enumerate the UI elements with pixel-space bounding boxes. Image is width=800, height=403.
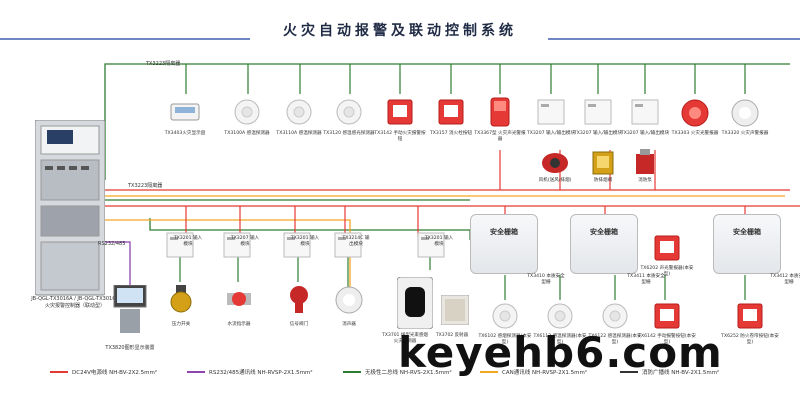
ex-device-0-label: TX6102 感烟探测器(本安型) <box>478 334 532 345</box>
beam-detector-label: TX3701 线型光束感烟火灾探测器 <box>382 333 428 344</box>
module-sub-2-label: 信号阀门 <box>289 322 309 327</box>
beam-detector <box>397 277 433 329</box>
top-device-10-icon <box>681 99 709 127</box>
module-sub-1-icon <box>227 292 251 306</box>
bus-orange-low <box>100 219 351 300</box>
top-device-8-icon <box>584 99 612 125</box>
module-sub-0-label: 压力开关 <box>171 322 191 327</box>
top-device-4-label: TX3142 手动火灾报警按钮 <box>374 131 426 142</box>
top-device-3-icon <box>336 99 362 125</box>
bus-main-green <box>104 63 790 180</box>
beam-reflector-label: TX3702 反射器 <box>435 333 469 338</box>
ex-device-0-icon <box>492 303 518 329</box>
module-3-label: TX3214C 输出模块 <box>342 236 370 247</box>
panel-caption: JB-QGL-TX3016A / JB-QGL-TX3016A 火灾报警控制器（… <box>20 296 130 310</box>
ex-device-2-label: TX6122 感温探测器(本安型) <box>588 334 642 345</box>
top-device-1-label: TX3100A 感温探测器 <box>224 131 270 136</box>
legend-item-3: CAN通讯线 NH-RVSP-2X1.5mm² <box>502 370 588 376</box>
top-device-2-label: TX3110A 感温探测器 <box>276 131 322 136</box>
top-device-11-label: TX3320 火灾声警报器 <box>721 131 769 136</box>
top-device-0-icon <box>170 103 200 121</box>
legend-item-1: RS232/485通讯线 NH-RVSP-2X1.5mm² <box>209 370 313 376</box>
module-sub-3-label: 消声器 <box>342 322 356 327</box>
safety-box-1: 安全栅箱 <box>570 214 638 274</box>
module-sub-1-label: 水流指示器 <box>227 322 251 327</box>
graphic-pc-label: TX3820图形显示装置 <box>105 345 155 351</box>
safety-box-2: 安全栅箱 <box>713 214 781 274</box>
top-device-4-icon <box>387 99 413 125</box>
legend-item-0: DC24V电源线 NH-BV-2X2.5mm² <box>72 370 158 376</box>
bus-green-low <box>149 218 470 231</box>
ex-device-1-icon <box>547 303 573 329</box>
top-device-6-label: TX3367型 火灾声光警报器 <box>474 131 526 142</box>
ex-device-4-icon <box>654 235 680 261</box>
module-1-label: TX3207 输入模块 <box>230 236 260 247</box>
top-module-label: TX3223隔离器 <box>146 61 181 67</box>
rs232-label: RS232/485 <box>98 241 126 247</box>
beam-reflector <box>441 295 469 325</box>
top-device-5-label: TX3157 消火栓按钮 <box>429 131 473 136</box>
bus-rs232-stub <box>100 241 131 248</box>
top-device-9-icon <box>631 99 659 125</box>
top-device-3-label: TX3120 感温感光探测器 <box>323 131 375 136</box>
top-sub-2-icon <box>636 149 654 174</box>
module-sub-0-icon <box>170 285 192 313</box>
drops-red <box>185 150 746 237</box>
ex-device-5-icon <box>737 303 763 329</box>
drops-top <box>185 64 746 94</box>
safety-box-2-title: 安全栅箱 <box>733 228 761 236</box>
module-4-label: TX3201 输入模块 <box>424 236 454 247</box>
top-sub-1-label: 防排烟阀 <box>593 178 613 183</box>
module-2-label: TX3201 输入模块 <box>290 236 320 247</box>
ex-device-4-label: TX6202 声光警报器(本安型) <box>640 266 694 277</box>
watermark-text: keyehb6.com <box>398 328 723 377</box>
top-device-0-label: TX3403火灾显示盘 <box>164 131 206 136</box>
top-device-7-icon <box>537 99 565 125</box>
control-panel-cabinet <box>35 120 105 296</box>
legend-item-2: 无极性二总线 NH-RVS-2X1.5mm² <box>365 370 452 376</box>
header-rule-left <box>0 38 250 40</box>
header-rule-right <box>548 38 800 40</box>
top-sub-2-label: 消防泵 <box>638 178 652 183</box>
module-0-label: TX3201 输入模块 <box>173 236 203 247</box>
legend-item-4: 消防广播线 NH-BV-2X1.5mm² <box>642 370 720 376</box>
graphic-display-pc <box>113 285 147 333</box>
top-device-8-label: TX3207 输入/输出模块 <box>573 131 623 136</box>
safety-box-0: 安全栅箱 <box>470 214 538 274</box>
top-device-6-icon <box>490 97 510 127</box>
ex-device-3-icon <box>654 303 680 329</box>
module-1-icon <box>223 232 251 258</box>
safety-box-2-label: TX3412 本质安全型栅 <box>770 274 800 285</box>
ex-device-5-label: TX6252 防火卷帘按钮(本安型) <box>721 334 779 345</box>
module-sub-3-icon <box>335 286 363 314</box>
ex-device-1-label: TX6112 感温探测器(本安型) <box>533 334 587 345</box>
top-device-11-icon <box>731 99 759 127</box>
ex-device-2-icon <box>602 303 628 329</box>
top-sub-0-icon <box>542 153 568 173</box>
panel-model: JB-QGL-TX3016A / JB-QGL-TX3016A <box>31 296 119 302</box>
top-sub-0-label: 风机(送风/排烟) <box>538 178 572 183</box>
safety-box-0-label: TX3410 本质安全型栅 <box>527 274 565 285</box>
module-0-icon <box>166 232 194 258</box>
panel-name: 火灾报警控制器（联动型） <box>44 303 105 309</box>
safety-box-1-label: TX3411 本质安全型栅 <box>627 274 665 285</box>
top-device-5-icon <box>438 99 464 125</box>
module-4-icon <box>417 232 445 258</box>
module-sub-2-icon <box>290 286 308 313</box>
top-device-1-icon <box>234 99 260 125</box>
ex-device-3-label: TX6142 手动报警按钮(本安型) <box>638 334 696 345</box>
top-device-2-icon <box>286 99 312 125</box>
module-3-icon <box>334 232 362 258</box>
safety-box-1-title: 安全栅箱 <box>590 228 618 236</box>
top-device-9-label: TX3207 输入/输出模块 <box>620 131 670 136</box>
top-sub-1-icon <box>592 151 614 175</box>
isolator-label: TX3223隔离器 <box>128 182 163 189</box>
module-2-icon <box>283 232 311 258</box>
top-device-10-label: TX3303 火灾光警报器 <box>671 131 719 136</box>
top-device-7-label: TX3207 输入/输出模块 <box>526 131 576 136</box>
diagram-title: 火灾自动报警及联动控制系统 <box>283 23 517 39</box>
safety-box-0-title: 安全栅箱 <box>490 228 518 236</box>
